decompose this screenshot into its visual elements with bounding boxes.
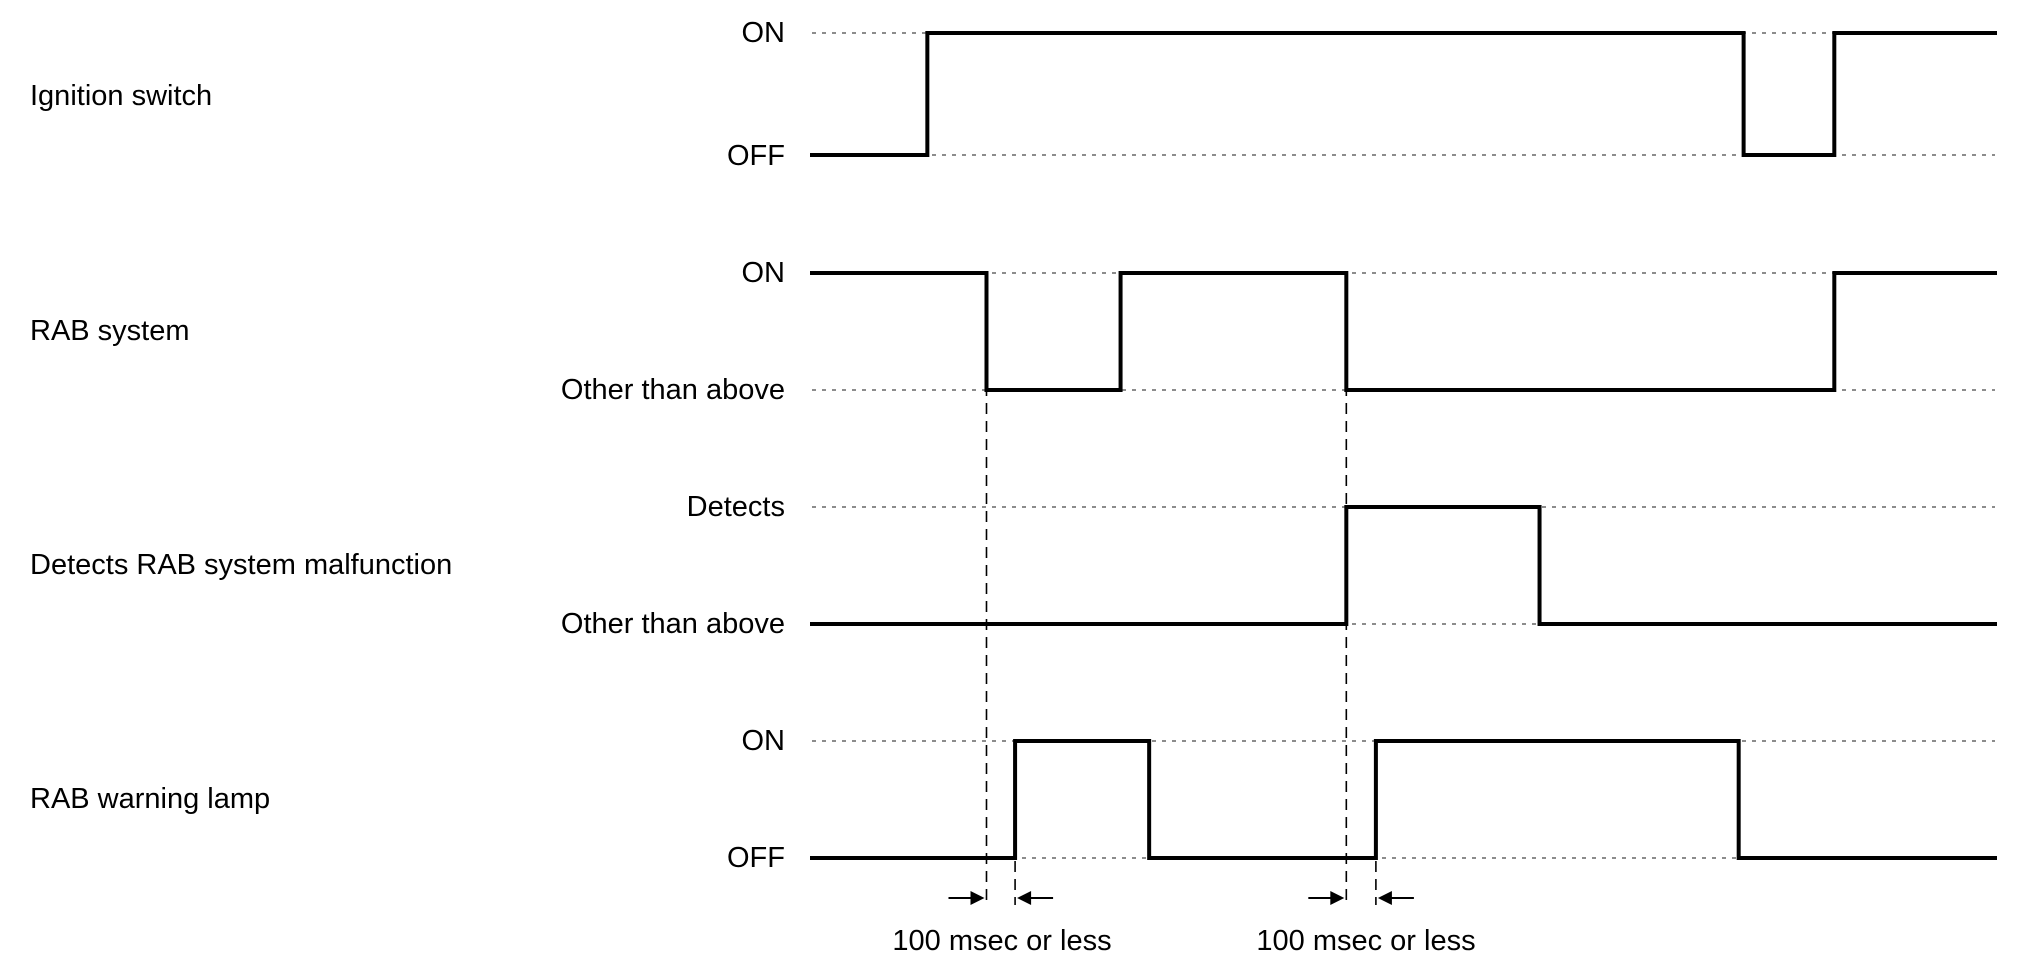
signal-name-rab-warning-lamp: RAB warning lamp	[30, 783, 270, 815]
waveform-signal-1	[810, 271, 1997, 392]
annotation-label-2: 100 msec or less	[1256, 925, 1475, 957]
level-label-detects-low: Other than above	[561, 608, 785, 640]
waveform-signal-3	[810, 739, 1997, 860]
timing-markers	[948, 313, 1414, 905]
level-label-rab-warning-lamp-high: ON	[742, 725, 786, 757]
arrow-left-icon-1	[1377, 891, 1392, 905]
arrow-right-icon-0	[970, 891, 985, 905]
signal-name-ignition-switch: Ignition switch	[30, 80, 212, 112]
waveform-signal-0	[810, 31, 1997, 157]
annotation-label-1: 100 msec or less	[892, 925, 1111, 957]
level-label-ignition-switch-low: OFF	[727, 140, 785, 172]
level-label-detects-high: Detects	[687, 491, 785, 523]
level-label-rab-system-high: ON	[742, 257, 786, 289]
level-label-rab-system-low: Other than above	[561, 374, 785, 406]
waveform-signal-2	[810, 505, 1997, 626]
arrow-right-icon-1	[1330, 891, 1345, 905]
signal-waveforms	[810, 31, 1997, 860]
level-label-rab-warning-lamp-low: OFF	[727, 842, 785, 874]
signal-name-rab-system: RAB system	[30, 315, 190, 347]
level-label-ignition-switch-high: ON	[742, 17, 786, 49]
arrow-left-icon-0	[1017, 891, 1032, 905]
signal-name-detects-rab-malfunction: Detects RAB system malfunction	[30, 549, 452, 581]
